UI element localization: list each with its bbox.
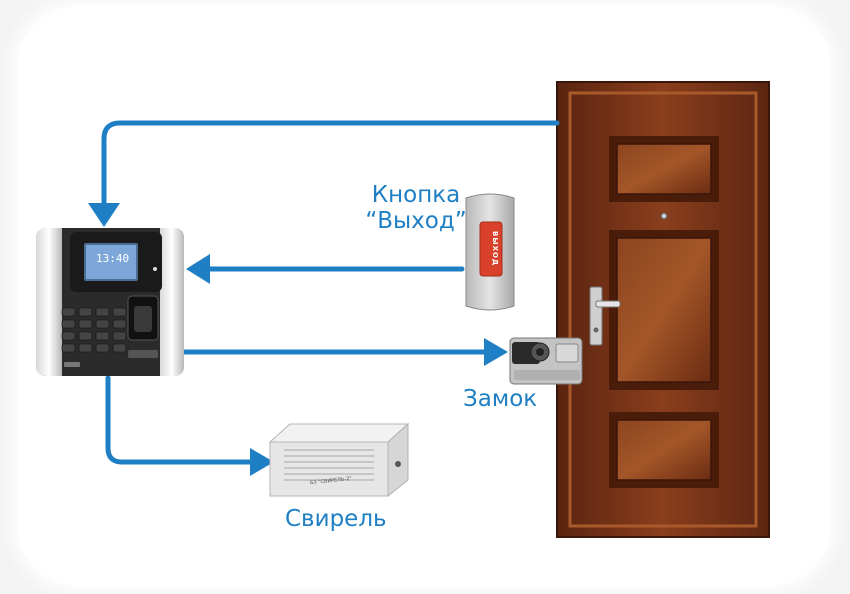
biometric-terminal-icon xyxy=(36,228,184,376)
connection-arrows xyxy=(101,120,560,465)
terminal-time: 13:40 xyxy=(96,252,130,265)
siren-icon xyxy=(268,422,410,498)
lock-label: Замок xyxy=(463,386,538,412)
arrowhead-right-siren xyxy=(250,448,274,476)
electric-lock-icon xyxy=(509,337,583,385)
arrowhead-right-lock xyxy=(484,338,508,366)
exit-button-face-text: ВЫХОД xyxy=(491,231,499,267)
arrowhead-down xyxy=(88,203,120,227)
siren-label: Свирель xyxy=(285,506,387,532)
arrow-door-to-terminal xyxy=(101,120,560,208)
exit-button-icon xyxy=(465,193,515,311)
arrowhead-left xyxy=(186,254,210,284)
terminal-screen xyxy=(84,243,138,281)
arrowheads xyxy=(88,203,508,476)
arrow-terminal-to-siren xyxy=(105,375,255,465)
door-icon xyxy=(556,81,770,538)
exit-button-label: Кнопка “Выход” xyxy=(365,182,467,235)
